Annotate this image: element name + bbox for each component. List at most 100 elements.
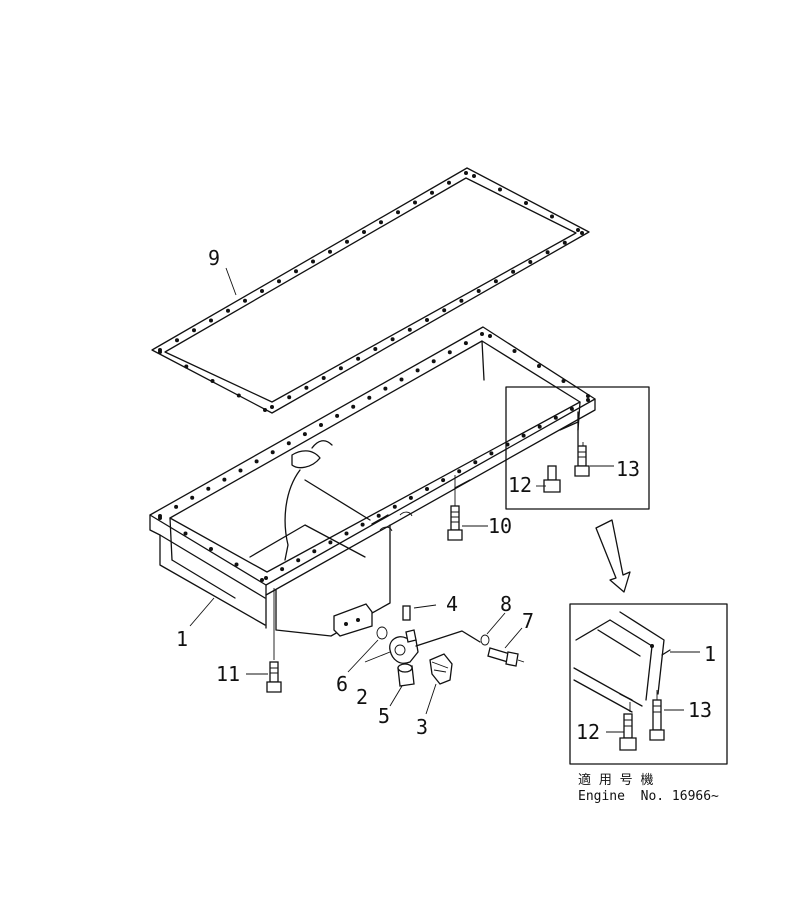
gasket-bolt-hole bbox=[550, 214, 554, 219]
gasket-bolt-hole bbox=[464, 171, 468, 175]
pan-flange-bolt-hole bbox=[569, 406, 574, 411]
pan-flange-bolt-hole bbox=[489, 451, 494, 456]
gasket-bolt-hole bbox=[192, 328, 196, 333]
engine-number: Engine No. 16966~ bbox=[578, 789, 719, 804]
callout-3: 3 bbox=[416, 715, 428, 739]
pan-flange-bolt-hole bbox=[457, 469, 462, 474]
gasket-bolt-hole bbox=[270, 405, 274, 409]
arrow-to-detail bbox=[595, 519, 631, 593]
callout-6: 6 bbox=[336, 672, 348, 696]
gasket-bolt-hole bbox=[545, 250, 550, 255]
gasket bbox=[151, 167, 590, 414]
gasket-bolt-hole bbox=[328, 249, 332, 254]
pan-flange-bolt-hole bbox=[415, 368, 420, 373]
pan-flange-bolt-hole bbox=[296, 558, 301, 563]
pan-flange-bolt-hole bbox=[319, 423, 323, 427]
pan-flange-bolt-hole bbox=[480, 332, 484, 336]
callout-labels: 9 1 10 11 4 8 7 6 2 5 3 12 13 1 12 13 bbox=[176, 246, 716, 744]
pan-flange-bolt-hole bbox=[408, 495, 413, 500]
gasket-bolt-hole bbox=[459, 298, 464, 303]
pan-flange-bolt-hole bbox=[344, 531, 349, 536]
pan-flange-bolt-hole bbox=[586, 394, 590, 398]
pan-flange-bolt-hole bbox=[206, 486, 211, 491]
callout-1: 1 bbox=[176, 627, 188, 651]
drain-parts bbox=[376, 604, 525, 687]
pan-flange-bolt-hole bbox=[270, 450, 275, 455]
pan-flange-bolt-hole bbox=[431, 359, 436, 364]
inset-callout-13: 13 bbox=[688, 698, 712, 722]
gasket-bolt-hole bbox=[158, 350, 162, 354]
pan-flange-bolt-hole bbox=[392, 504, 397, 509]
pan-flange-bolt-hole bbox=[351, 404, 356, 409]
pan-flange-bolt-hole bbox=[537, 424, 542, 429]
gasket-bolt-hole bbox=[379, 220, 383, 225]
pan-flange-bolt-hole bbox=[383, 386, 388, 391]
gasket-bolt-hole bbox=[175, 338, 179, 343]
callout-9: 9 bbox=[208, 246, 220, 270]
pan-flange-bolt-hole bbox=[328, 540, 333, 545]
gasket-bolt-hole bbox=[425, 318, 429, 322]
bolt-10 bbox=[447, 475, 488, 541]
gasket-bolt-hole bbox=[210, 379, 215, 383]
gasket-bolt-hole bbox=[430, 190, 434, 195]
pan-flange-bolt-hole bbox=[441, 478, 446, 483]
pan-flange-bolt-hole bbox=[335, 413, 340, 418]
gasket-bolt-hole bbox=[413, 200, 417, 205]
pan-flange-bolt-hole bbox=[312, 549, 317, 554]
gasket-bolt-hole bbox=[184, 364, 189, 369]
gasket-bolt-hole bbox=[447, 180, 451, 185]
gasket-bolt-hole bbox=[511, 269, 516, 274]
inset-callout-12: 12 bbox=[576, 720, 600, 744]
pan-flange-bolt-hole bbox=[488, 334, 492, 338]
gasket-bolt-hole bbox=[498, 187, 502, 192]
bolt-11 bbox=[246, 588, 282, 693]
pan-flange-bolt-hole bbox=[537, 364, 541, 368]
gasket-bolt-hole bbox=[294, 269, 298, 274]
gasket-bolt-hole bbox=[396, 210, 400, 215]
gasket-bolt-hole bbox=[472, 174, 476, 178]
gasket-bolt-hole bbox=[493, 279, 498, 284]
gasket-bolt-hole bbox=[407, 327, 412, 332]
callout-11: 11 bbox=[216, 662, 240, 686]
detail-box-upper bbox=[505, 386, 650, 510]
pan-flange-bolt-hole bbox=[183, 531, 188, 536]
gasket-bolt-hole bbox=[321, 376, 326, 380]
gasket-bolt-hole bbox=[356, 356, 361, 361]
pan-flange-bolt-hole bbox=[360, 522, 365, 527]
callout-7: 7 bbox=[522, 609, 534, 633]
pan-flange-bolt-hole bbox=[209, 547, 213, 551]
pan-flange-bolt-hole bbox=[376, 513, 381, 518]
applicability-note: 適 用 号 機 Engine No. 16966~ bbox=[578, 772, 719, 804]
gasket-bolt-hole bbox=[476, 289, 481, 293]
gasket-bolt-hole bbox=[260, 289, 264, 293]
pan-flange-bolt-hole bbox=[264, 576, 268, 580]
gasket-bolt-hole bbox=[442, 308, 447, 313]
gasket-bolt-hole bbox=[373, 347, 378, 351]
gasket-bolt-hole bbox=[576, 228, 580, 232]
pan-flange-bolt-hole bbox=[473, 460, 478, 465]
gasket-bolt-hole bbox=[345, 239, 349, 244]
pan-flange-bolt-hole bbox=[447, 350, 452, 355]
gasket-bolt-hole bbox=[362, 230, 366, 234]
callout-4: 4 bbox=[446, 592, 458, 616]
pan-flange-bolt-hole bbox=[158, 516, 162, 520]
leader-lines bbox=[189, 267, 523, 715]
pan-flange-bolt-hole bbox=[553, 415, 558, 420]
pan-flange-bolt-hole bbox=[190, 495, 195, 500]
gasket-bolt-hole bbox=[580, 231, 584, 235]
gasket-bolt-hole bbox=[528, 260, 533, 264]
pan-flange-bolt-hole bbox=[302, 432, 307, 437]
pan-flange-bolt-hole bbox=[260, 578, 264, 582]
oil-pan bbox=[149, 326, 596, 637]
pan-flange-bolt-hole bbox=[254, 459, 259, 464]
pan-flange-bolt-hole bbox=[222, 477, 227, 482]
pan-flange-bolt-hole bbox=[280, 567, 285, 572]
gasket-bolt-hole bbox=[287, 395, 292, 400]
detail-box-lower bbox=[569, 603, 728, 765]
gasket-bolt-hole bbox=[311, 259, 315, 264]
gasket-bolt-hole bbox=[243, 298, 247, 303]
pan-flange-bolt-hole bbox=[561, 379, 566, 383]
pan-flange-bolt-hole bbox=[367, 395, 372, 400]
